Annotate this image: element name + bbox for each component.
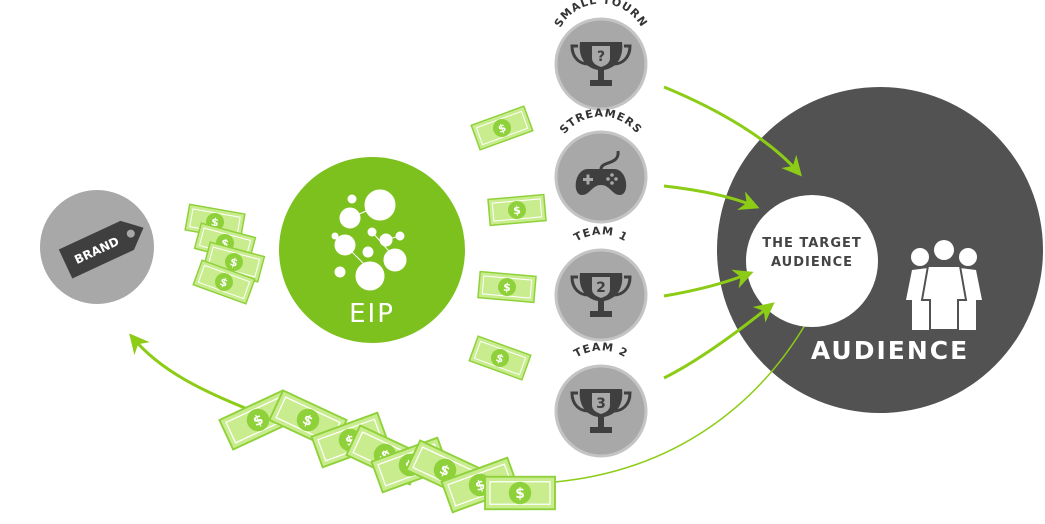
return-flow-line bbox=[554, 324, 806, 483]
dollar-sign: $ bbox=[496, 121, 508, 136]
audience-label: AUDIENCE bbox=[811, 336, 969, 365]
money-bill-icon: $ bbox=[310, 411, 390, 469]
target-audience-line2: AUDIENCE bbox=[771, 255, 853, 270]
trophy-question-icon: ? bbox=[570, 42, 632, 86]
people-group-icon bbox=[906, 240, 982, 331]
flow-arrows bbox=[129, 85, 802, 412]
eip-label: EIP bbox=[349, 299, 395, 329]
money-bill-icon: $ bbox=[468, 335, 532, 381]
network-bubbles-icon bbox=[331, 189, 407, 291]
trophy-glyph: 3 bbox=[596, 396, 606, 412]
money-bill-icon: $ bbox=[487, 193, 547, 227]
dollar-sign: $ bbox=[494, 351, 506, 366]
dollar-sign: $ bbox=[513, 204, 522, 218]
arrow-to-brand bbox=[129, 333, 251, 412]
target-audience-line1: THE TARGET bbox=[762, 236, 862, 251]
channel-label: TEAM 2 bbox=[572, 340, 631, 360]
money-bill-icon: $ bbox=[484, 475, 556, 511]
channel-streamers: STREAMERS bbox=[554, 106, 648, 224]
trophy-3-icon: 3 bbox=[570, 389, 632, 433]
money-bill-icon: $ bbox=[477, 270, 537, 304]
arrow-team2 bbox=[663, 302, 775, 380]
money-bill-icon: $ bbox=[202, 241, 266, 283]
eip-hub-node: EIP bbox=[279, 157, 465, 343]
trophy-glyph: 2 bbox=[596, 280, 606, 296]
target-audience-circle: THE TARGET AUDIENCE bbox=[746, 195, 878, 327]
channel-team-2: TEAM 2 3 bbox=[554, 340, 648, 458]
channel-team-1: TEAM 1 2 bbox=[554, 224, 648, 342]
money-bill-icon: $ bbox=[470, 105, 534, 151]
dollar-sign: $ bbox=[218, 275, 230, 290]
brand-node: BRAND bbox=[40, 190, 154, 304]
dollar-sign: $ bbox=[503, 281, 512, 295]
dollar-sign: $ bbox=[515, 486, 525, 502]
gamepad-icon bbox=[575, 150, 627, 195]
dollar-sign: $ bbox=[219, 236, 230, 251]
arrow-streamers bbox=[663, 184, 760, 210]
arrow-small-tourn bbox=[663, 85, 802, 177]
channel-small-tourn: SMALL TOURN? bbox=[552, 0, 649, 111]
trophy-glyph: ? bbox=[597, 49, 605, 65]
dollar-sign: $ bbox=[210, 215, 220, 229]
trophy-2-icon: 2 bbox=[570, 273, 632, 317]
money-bill-icon: $ bbox=[192, 259, 256, 305]
dollar-sign: $ bbox=[228, 255, 239, 270]
arrow-team1 bbox=[663, 269, 754, 298]
channel-label: TEAM 1 bbox=[572, 224, 631, 244]
